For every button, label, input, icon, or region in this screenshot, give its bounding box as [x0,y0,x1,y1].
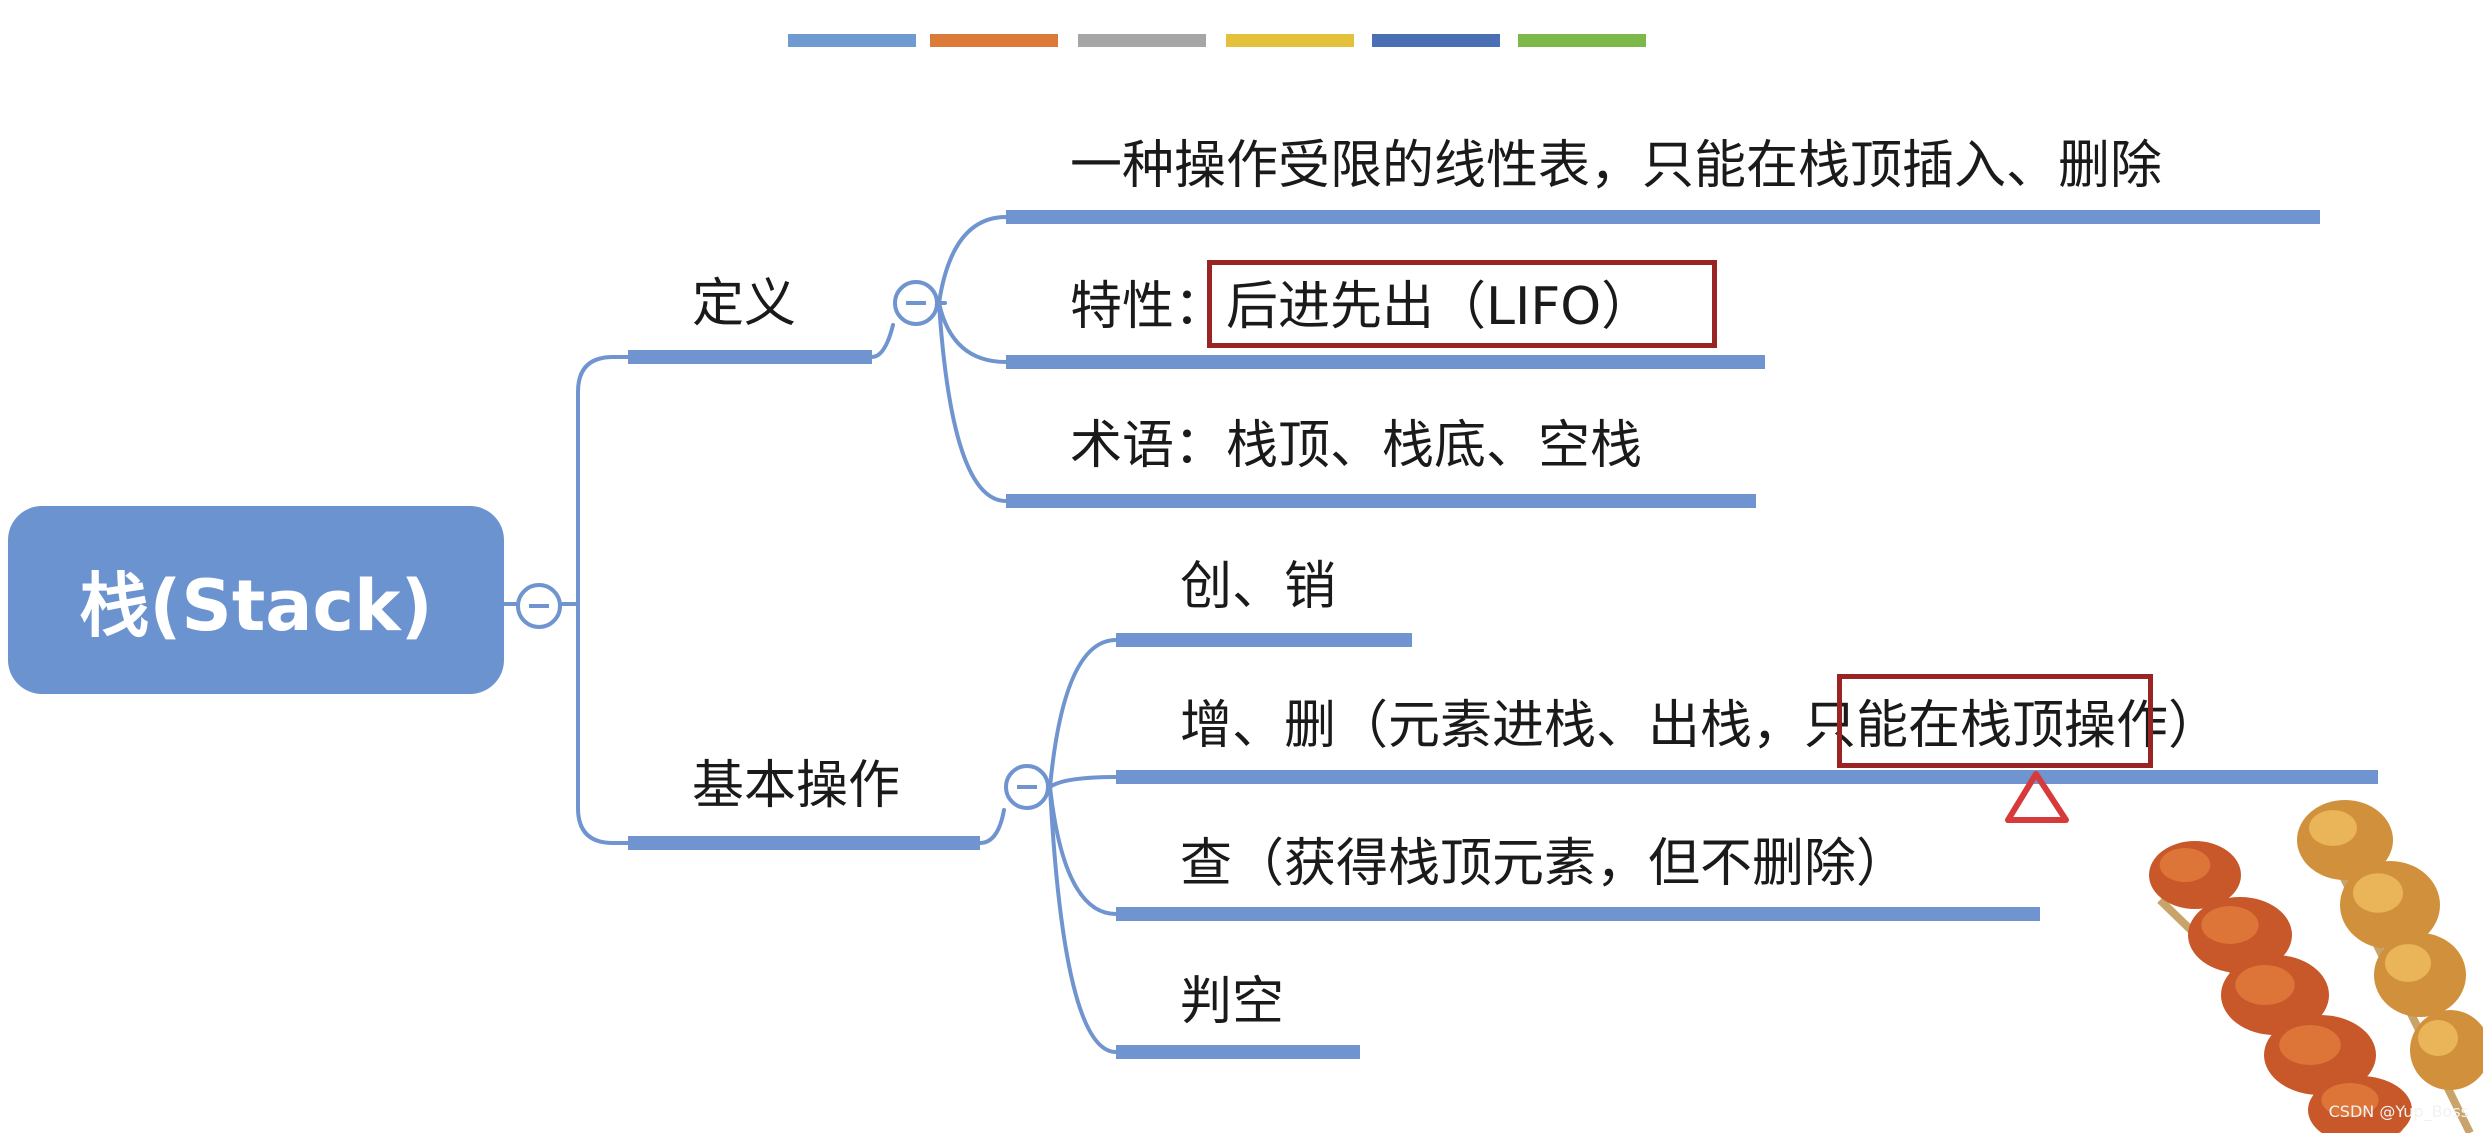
definition-item-2-prefix: 特性： [1070,277,1227,337]
operation-underline-4 [1116,1045,1360,1059]
operation-item-1[interactable]: 创、销 [1180,557,1337,617]
definition-item-2-highlight: 后进先出（LIFO） [1226,277,1654,337]
skewer-illustration [2149,800,2483,1133]
definition-underline-2 [1006,355,1765,369]
palette-swatch [1078,34,1206,47]
operation-item-2-part-b: 只能在栈顶 [1804,696,2065,756]
palette-swatch [1518,34,1646,47]
definition-item-1[interactable]: 一种操作受限的线性表，只能在栈顶插入、删除 [1070,136,2163,196]
root-collapse-icon[interactable] [516,583,562,629]
connector-operations-collapse [978,808,1006,845]
definition-collapse-icon[interactable] [893,280,939,326]
palette-swatch [1372,34,1500,47]
connector-to-definition [576,355,630,606]
branch-label-operations[interactable]: 基本操作 [692,756,901,816]
operations-collapse-icon[interactable] [1004,764,1050,810]
branch-underline-definition [628,350,872,364]
operation-item-2-part-c: 操作） [2064,696,2221,756]
palette-swatch [1226,34,1354,47]
operation-item-2[interactable]: 增、删（元素进栈、出栈，只能在栈顶操作） [1180,700,2220,752]
connector-to-operations [576,602,630,845]
operation-item-2-part-a: 增、删（元素进栈、出栈， [1180,696,1805,756]
operation-underline-3 [1116,907,2040,921]
definition-underline-3 [1006,494,1756,508]
connector-definition-child-1 [937,215,1008,305]
watermark: CSDN @Yup_Boss [2328,1102,2469,1121]
operation-item-4[interactable]: 判空 [1180,972,1285,1032]
connector-operation-child-1 [1048,638,1118,789]
definition-item-3[interactable]: 术语：栈顶、栈底、空栈 [1070,416,1643,476]
operation-underline-1 [1116,633,1412,647]
connector-definition-child-3 [937,301,1008,503]
root-node[interactable]: 栈(Stack) [8,506,504,694]
definition-underline-1 [1006,210,2320,224]
operation-item-3[interactable]: 查（获得栈顶元素，但不删除） [1180,834,1909,894]
root-label: 栈(Stack) [79,564,433,647]
connector-operation-child-4 [1048,785,1118,1054]
connector-definition-collapse [870,323,895,359]
definition-item-2[interactable]: 特性：后进先出（LIFO） [1070,281,1653,333]
branch-underline-operations [628,836,980,850]
connector-operation-child-2 [1048,775,1118,789]
lifo-highlight-box [1207,260,1717,348]
red-triangle-annotation [2005,771,2069,823]
palette-swatch [930,34,1058,47]
branch-label-definition[interactable]: 定义 [692,274,797,334]
connector-definition-child-2 [937,301,1008,364]
connector-operation-child-3 [1048,785,1118,916]
palette-swatch [788,34,916,47]
top-only-highlight-box [1837,674,2153,768]
operation-underline-2 [1116,770,2378,784]
